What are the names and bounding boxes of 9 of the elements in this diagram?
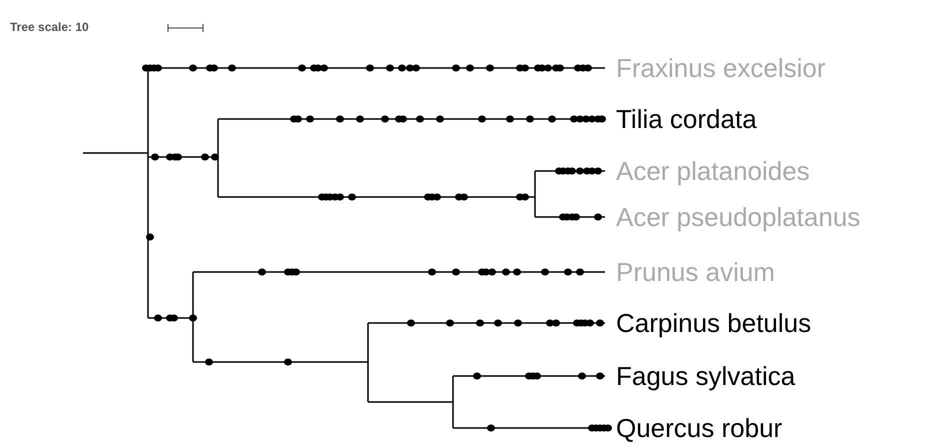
taxon-label: Carpinus betulus: [616, 310, 812, 336]
scale-label: Tree scale: 10: [10, 21, 89, 33]
taxon-label: Quercus robur: [616, 415, 782, 441]
taxon-label: Tilia cordata: [616, 106, 757, 132]
taxon-label: Acer platanoides: [616, 158, 810, 184]
taxon-label: Acer pseudoplatanus: [616, 204, 860, 230]
taxon-label: Prunus avium: [616, 259, 775, 285]
taxon-label: Fraxinus excelsior: [616, 55, 826, 81]
taxon-label: Fagus sylvatica: [616, 363, 796, 389]
